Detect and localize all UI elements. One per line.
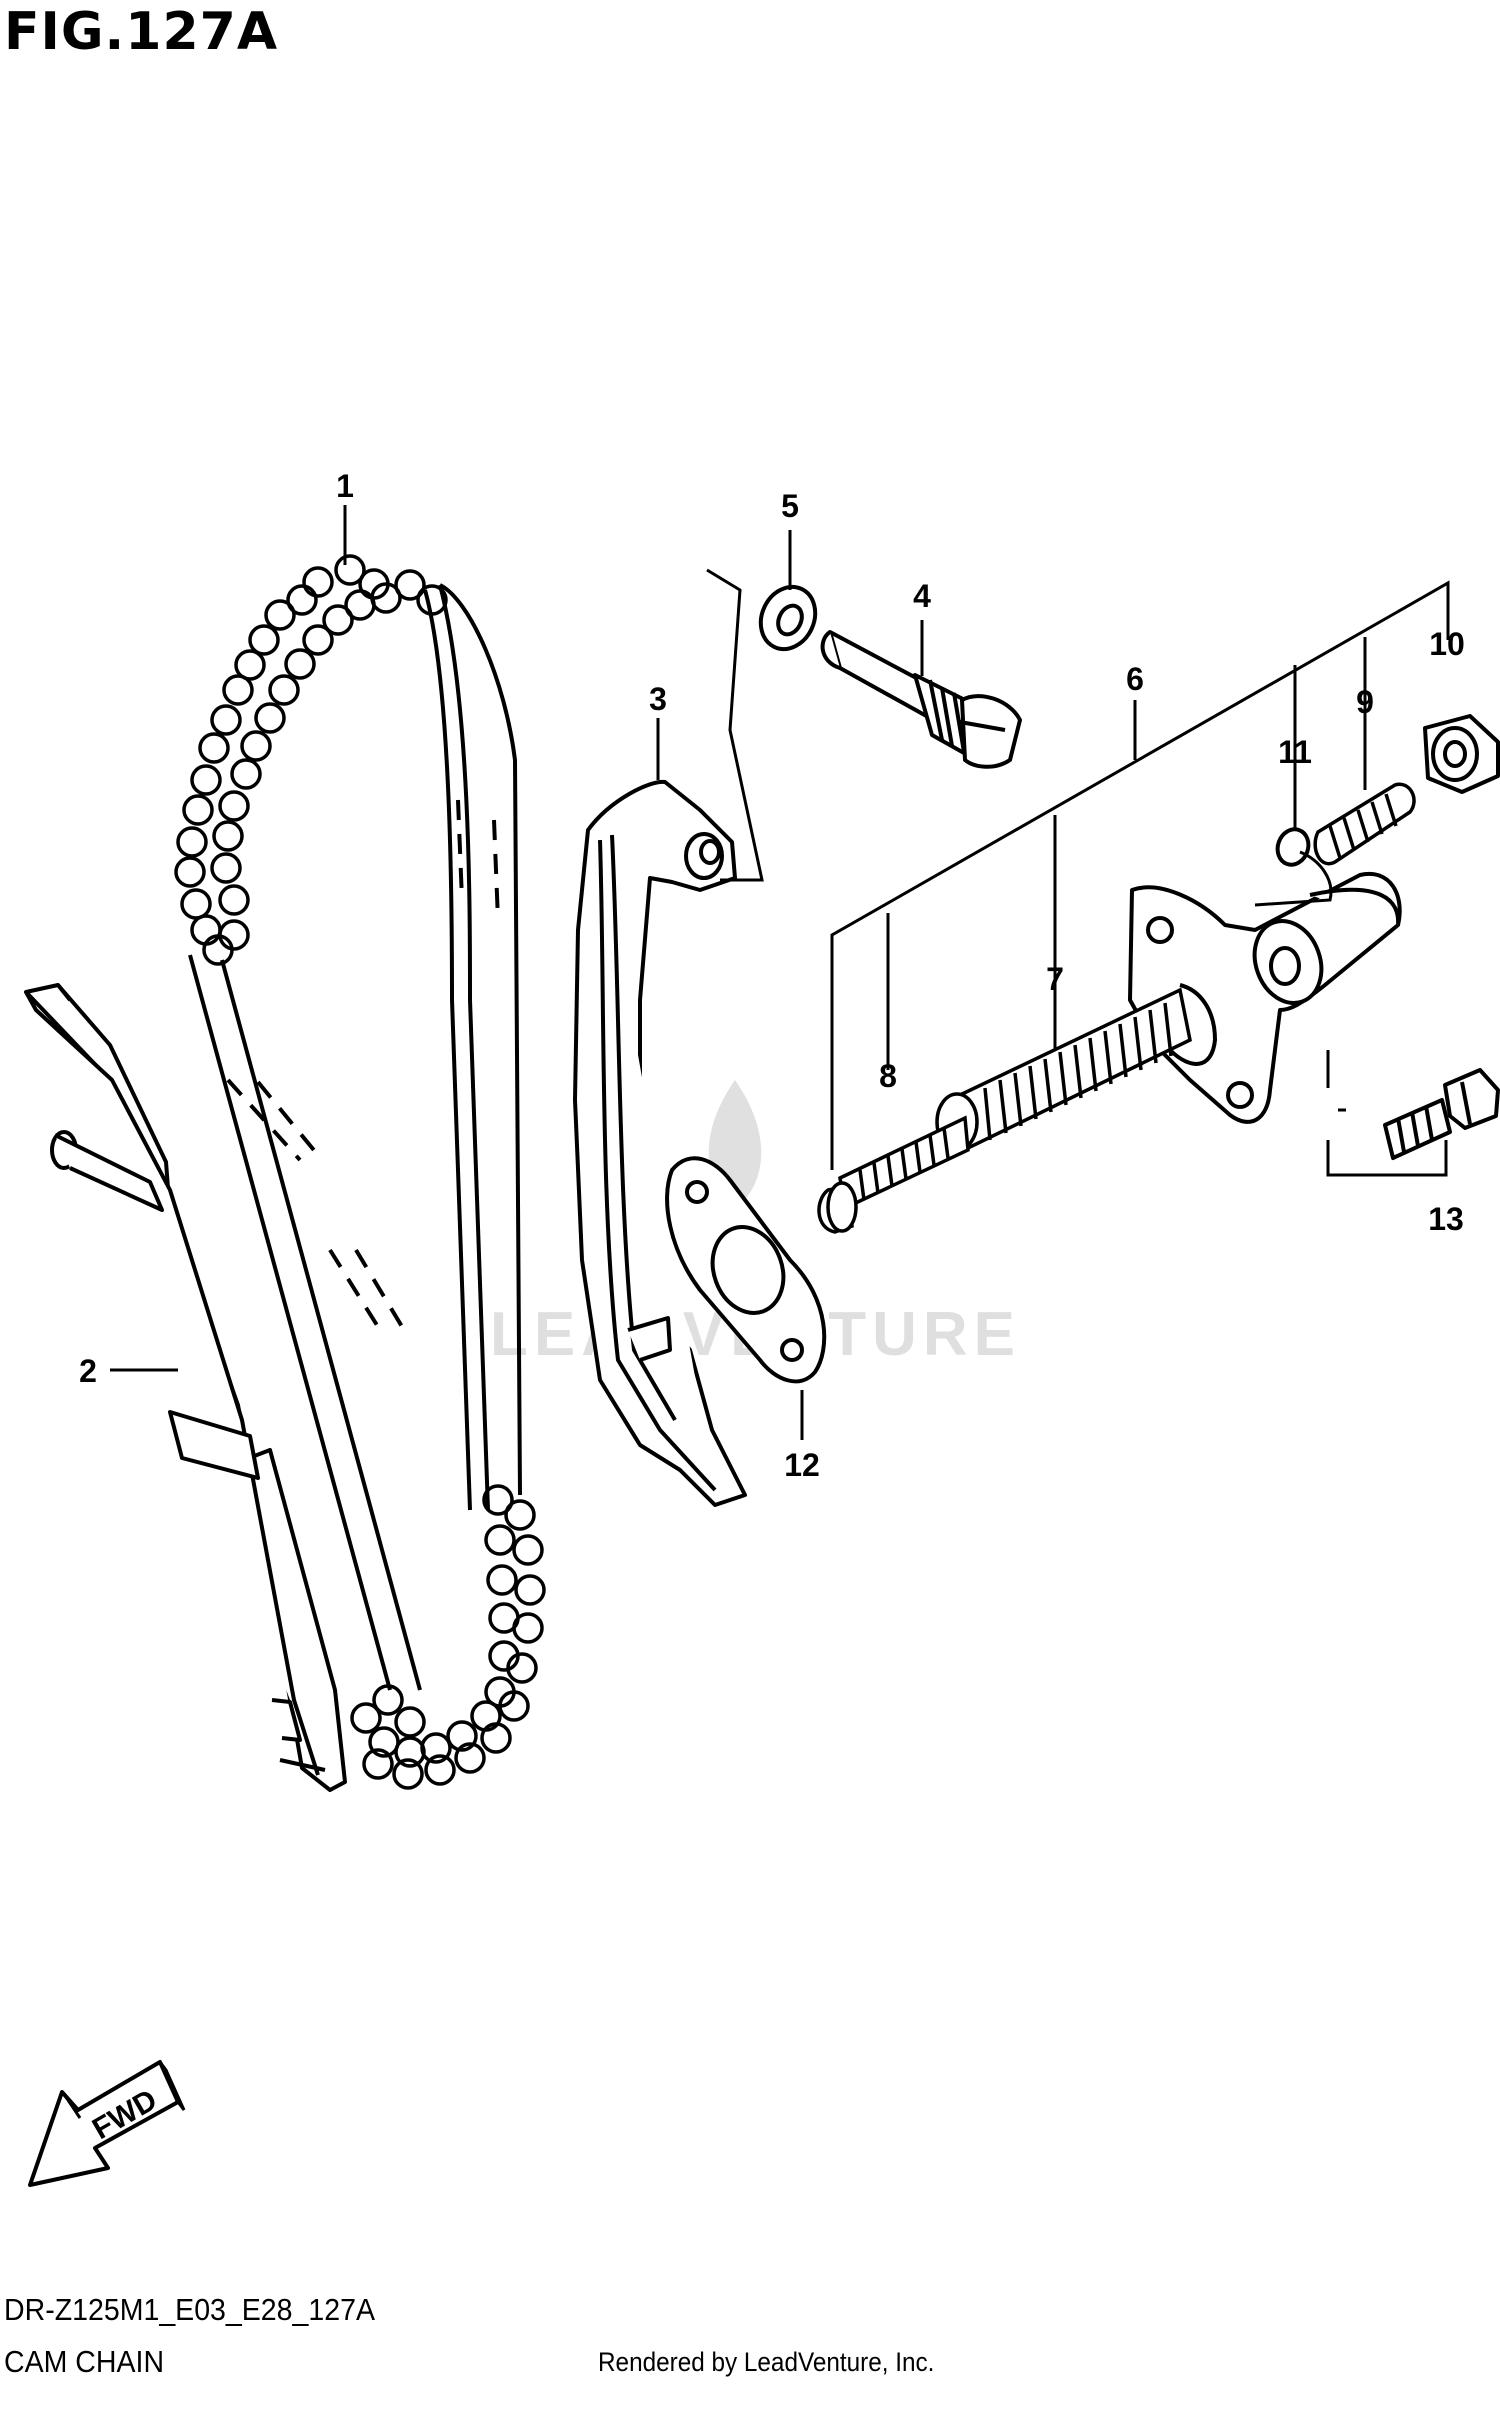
pivot-bolt xyxy=(820,630,1022,769)
chain-guide xyxy=(24,983,347,1792)
callout-13: 13 xyxy=(1428,1201,1464,1237)
section-name: CAM CHAIN xyxy=(4,2344,165,2379)
push-rod xyxy=(817,1115,970,1234)
callout-11: 11 xyxy=(1278,734,1312,770)
callout-1: 1 xyxy=(336,468,354,504)
callout-5: 5 xyxy=(781,488,799,524)
leader-lines-main xyxy=(110,505,1450,1440)
callout-3: 3 xyxy=(649,681,667,717)
washer xyxy=(758,584,818,652)
spring xyxy=(1313,782,1416,866)
callout-10: 10 xyxy=(1429,626,1465,662)
gasket xyxy=(665,1156,827,1384)
tensioner-body xyxy=(1128,871,1402,1124)
cap-bolt xyxy=(1423,714,1500,794)
fwd-arrow-icon: FWD xyxy=(28,2060,186,2187)
push-rod-spring xyxy=(935,987,1192,1152)
callout-4: 4 xyxy=(913,578,931,614)
rendered-by-credit: Rendered by LeadVenture, Inc. xyxy=(598,2347,935,2377)
o-ring xyxy=(1275,827,1311,867)
callout-2: 2 xyxy=(79,1353,97,1389)
callout-labels: 1 2 3 4 5 6 7 8 9 10 11 12 13 xyxy=(79,468,1465,1483)
drawing-code: DR-Z125M1_E03_E28_127A xyxy=(4,2292,376,2327)
callout-9: 9 xyxy=(1356,684,1374,720)
cam-chain xyxy=(174,554,546,1790)
callout-7: 7 xyxy=(1046,961,1064,997)
leader-lines xyxy=(706,568,764,882)
callout-12: 12 xyxy=(784,1447,820,1483)
callout-8: 8 xyxy=(879,1058,897,1094)
figure-title: FIG.127A xyxy=(4,2,279,62)
bolt xyxy=(1383,1068,1500,1160)
callout-6: 6 xyxy=(1126,661,1144,697)
tensioner-guide xyxy=(573,779,747,1507)
